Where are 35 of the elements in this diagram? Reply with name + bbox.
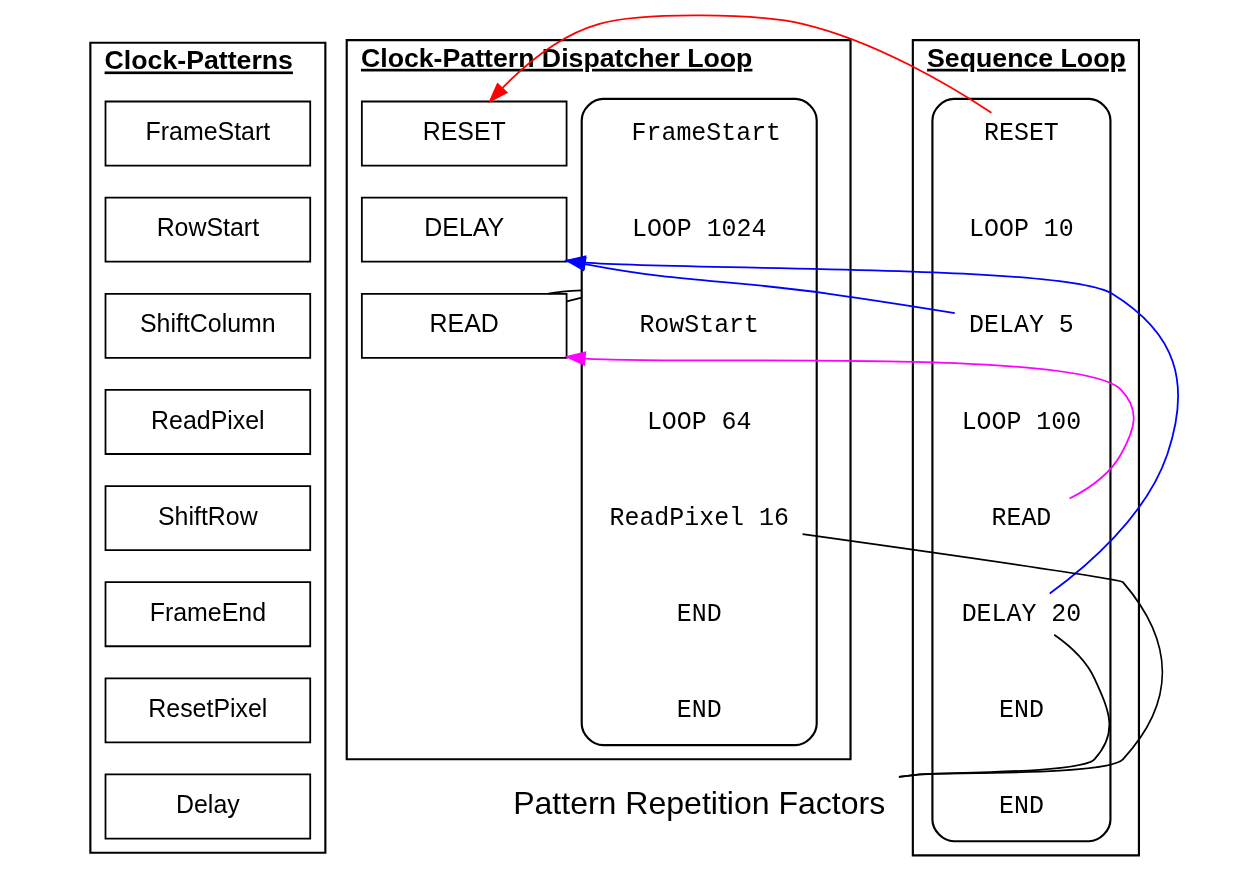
- connector: [898, 633, 1111, 778]
- node-text: DELAY 20: [961, 599, 1082, 628]
- node-text: FrameStart: [631, 119, 782, 148]
- node-text: LOOP 100: [961, 407, 1082, 436]
- node-box: READ: [360, 292, 568, 359]
- node-box: ResetPixel: [104, 677, 312, 744]
- node-text: DELAY 5: [969, 311, 1074, 340]
- connector: [801, 533, 1164, 778]
- connector: [565, 296, 583, 303]
- cluster: [931, 97, 1112, 843]
- node-box: RowStart: [104, 196, 312, 263]
- node-text: LOOP 64: [646, 407, 752, 436]
- node-box: FrameStart: [104, 100, 312, 167]
- node-text: RowStart: [639, 311, 759, 340]
- node-text: LOOP 1024: [631, 215, 767, 244]
- node-text: END: [676, 599, 722, 628]
- node-box: DELAY: [360, 196, 568, 263]
- node-text: READ: [991, 503, 1052, 532]
- node-text: END: [999, 792, 1044, 821]
- node-text: ReadPixel 16: [609, 503, 789, 532]
- node-box: Delay: [104, 773, 312, 840]
- node-box: RESET: [360, 100, 568, 167]
- node-box: FrameEnd: [104, 581, 312, 648]
- node-box: ShiftColumn: [104, 292, 312, 359]
- connector: [547, 289, 583, 295]
- node-text: RESET: [984, 119, 1059, 148]
- arrow: [488, 14, 993, 114]
- cluster: [580, 97, 818, 747]
- arrow: [564, 351, 1135, 500]
- node-text: END: [999, 695, 1044, 724]
- node-text: END: [676, 695, 722, 724]
- node-text: Pattern Repetition Factors: [513, 785, 886, 822]
- node-box: ReadPixel: [104, 389, 312, 455]
- node-box: ShiftRow: [104, 485, 312, 551]
- node-text: LOOP 10: [969, 215, 1074, 244]
